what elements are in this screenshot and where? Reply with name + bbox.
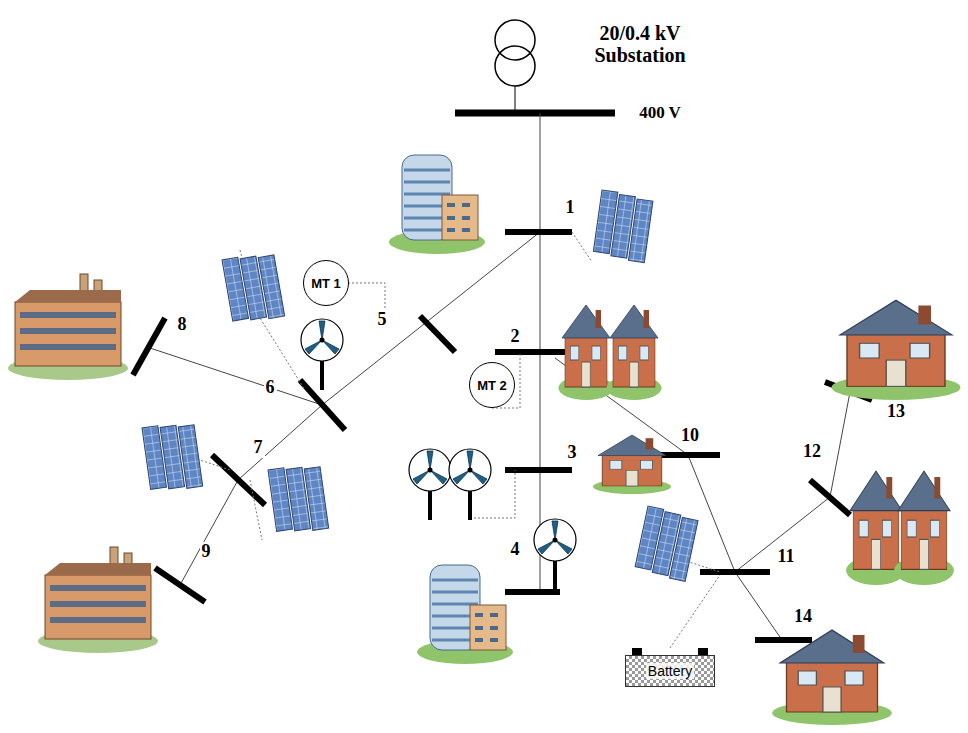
substation-label: 20/0.4 kV Substation <box>573 22 707 66</box>
microturbine-circle: MT 1 <box>303 260 349 306</box>
bus-number: 1 <box>564 198 577 218</box>
bus-number: 13 <box>885 402 907 422</box>
bus-number: 4 <box>509 540 522 560</box>
microturbine-circle: MT 2 <box>469 362 515 408</box>
bus-number: 2 <box>509 327 522 347</box>
bus-number: 12 <box>801 442 823 462</box>
bus-number: 6 <box>264 378 277 398</box>
node-text: MT 1 <box>311 276 341 291</box>
bus-number: 11 <box>775 547 796 567</box>
bus-number: 7 <box>252 438 265 458</box>
voltage-label: 400 V <box>637 104 683 123</box>
bus-number: 10 <box>679 426 701 446</box>
battery-box: Battery <box>625 655 715 687</box>
bus-number: 5 <box>376 310 389 330</box>
node-text: Battery <box>646 663 694 679</box>
bus-number: 8 <box>176 315 189 335</box>
bus-number: 9 <box>200 542 213 562</box>
node-text: MT 2 <box>477 378 507 393</box>
bus-number: 3 <box>566 443 579 463</box>
bus-number: 14 <box>792 607 814 627</box>
